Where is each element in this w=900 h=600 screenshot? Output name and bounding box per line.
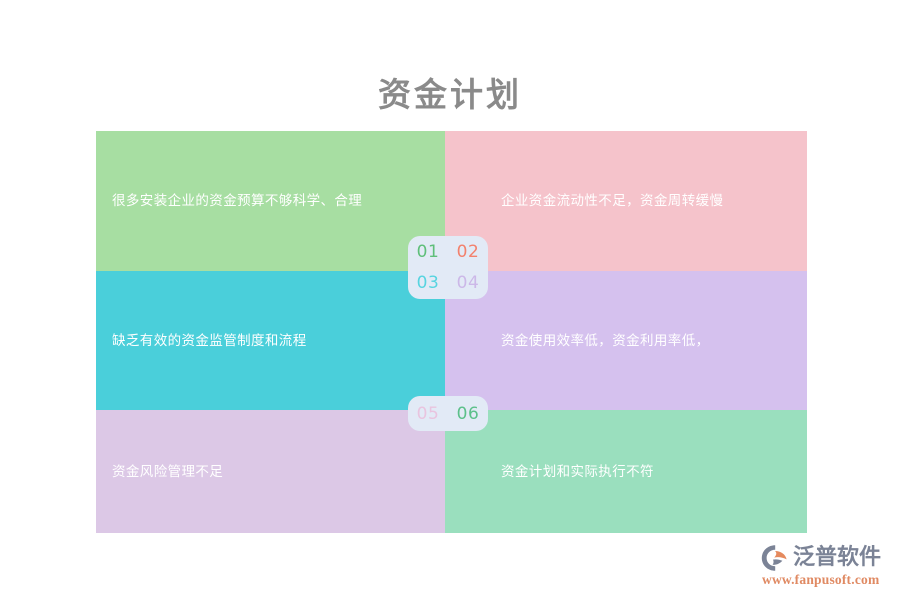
- fanpu-logo-icon: [760, 543, 790, 573]
- number-badge-group-top: 01 02 03 04: [408, 236, 488, 299]
- number-badge-03: 03: [416, 273, 440, 294]
- number-badge-06: 06: [456, 403, 480, 424]
- issue-cell-04-label: 资金使用效率低，资金利用率低，: [501, 332, 710, 349]
- issue-cell-02-label: 企业资金流动性不足，资金周转缓慢: [501, 193, 724, 209]
- brand-logo: 泛普软件 www.fanpusoft.com: [760, 541, 892, 591]
- number-badge-02: 02: [456, 241, 480, 262]
- number-badge-group-bottom: 05 06: [408, 396, 488, 431]
- number-badge-04: 04: [456, 273, 480, 294]
- issue-cell-05[interactable]: 资金风险管理不足: [96, 410, 445, 533]
- issue-cell-02[interactable]: 企业资金流动性不足，资金周转缓慢: [445, 131, 807, 271]
- issue-cell-04[interactable]: 资金使用效率低，资金利用率低，: [445, 271, 807, 410]
- issue-cell-01-label: 很多安装企业的资金预算不够科学、合理: [112, 193, 363, 209]
- issue-cell-06[interactable]: 资金计划和实际执行不符: [445, 410, 807, 533]
- issue-matrix: 很多安装企业的资金预算不够科学、合理 企业资金流动性不足，资金周转缓慢 缺乏有效…: [96, 131, 807, 533]
- issue-cell-01[interactable]: 很多安装企业的资金预算不够科学、合理: [96, 131, 445, 271]
- issue-cell-03[interactable]: 缺乏有效的资金监管制度和流程: [96, 271, 445, 410]
- issue-cell-03-label: 缺乏有效的资金监管制度和流程: [112, 332, 307, 349]
- issue-cell-05-label: 资金风险管理不足: [112, 463, 224, 480]
- number-badge-05: 05: [416, 403, 440, 424]
- page-title: 资金计划: [378, 75, 522, 114]
- issue-cell-06-label: 资金计划和实际执行不符: [501, 463, 654, 480]
- brand-url: www.fanpusoft.com: [762, 572, 880, 587]
- brand-name: 泛普软件: [793, 544, 882, 570]
- number-badge-01: 01: [416, 241, 440, 262]
